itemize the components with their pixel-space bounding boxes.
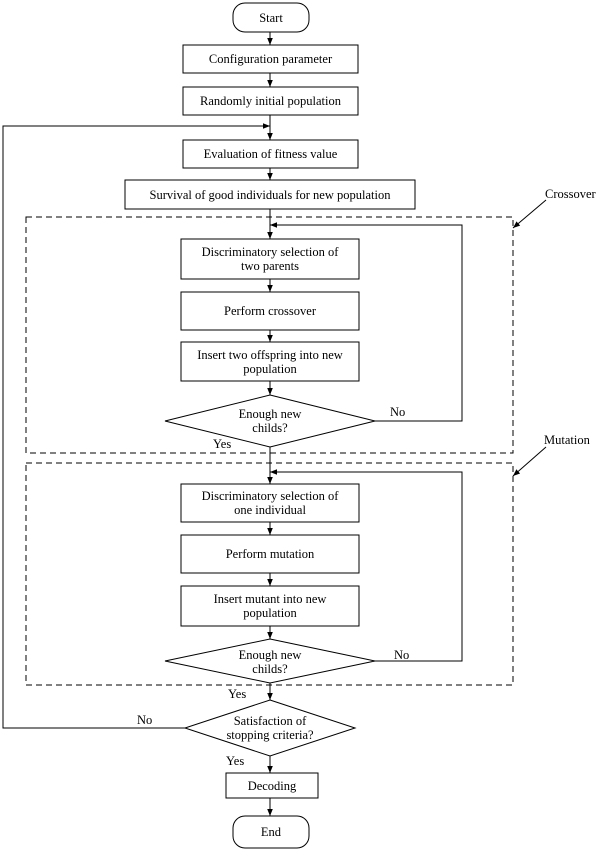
stopping-node: Satisfaction of stopping criteria? [226,714,314,742]
config-node: Configuration parameter [208,52,333,66]
no-label-2: No [394,648,410,662]
yes-label-1: Yes [213,437,232,451]
decoding-box [225,772,319,799]
survival-node: Survival of good individuals for new pop… [149,187,391,202]
mutation-group-label: Mutation [544,433,590,447]
init-pop-node: Randomly initial population [200,94,341,108]
fitness-node: Evaluation of fitness value [203,147,338,161]
enough-2-node: Enough new childs? [238,648,302,676]
enough-1-node: Enough new childs? [238,407,302,435]
select-parents-node: Discriminatory selection of two parents [201,245,339,273]
start-node: Start [259,10,283,25]
crossover-group-label: Crossover [545,187,596,201]
start-box [232,2,310,33]
end-node: End [260,825,282,839]
loop-no-crossover [270,222,463,422]
loop-no-stopping [2,123,270,729]
insert-mutant-node: Insert mutant into new population [213,592,327,620]
mutation-callout-arrow [512,446,547,477]
mutation-node: Perform mutation [225,547,315,561]
no-label-1: No [390,405,406,419]
no-label-3: No [137,713,153,727]
yes-label-2: Yes [228,687,247,701]
select-individual-node: Discriminatory selection of one individu… [201,489,339,517]
crossover-callout-arrow [512,199,547,229]
yes-label-3: Yes [226,754,245,768]
end-box [232,815,310,849]
insert-offspring-node: Insert two offspring into new population [197,347,343,376]
crossover-node: Perform crossover [224,304,316,318]
decoding-node: Decoding [247,778,297,793]
loop-no-mutation [270,469,463,662]
